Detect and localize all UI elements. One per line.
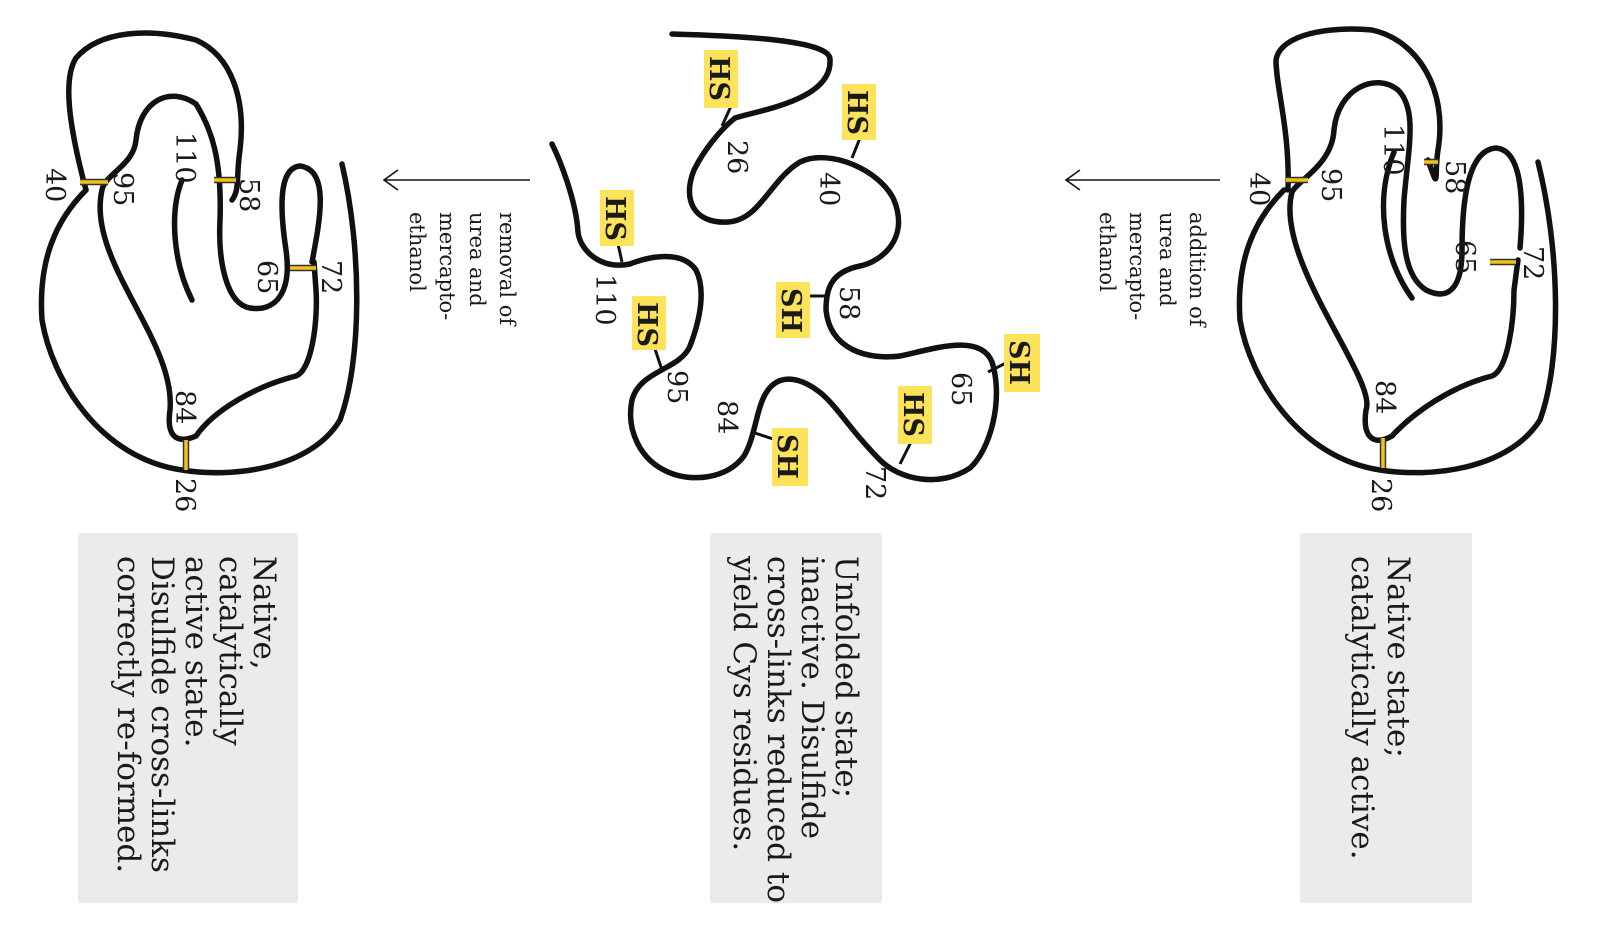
residue-84: 84 <box>169 390 200 424</box>
thiol-hs-26: HS <box>703 56 734 101</box>
residue-58: 58 <box>1439 160 1470 194</box>
caption-line: Unfolded state; <box>828 556 864 798</box>
residue-40: 40 <box>39 168 70 202</box>
condition-line: addition of <box>1185 212 1209 329</box>
condition-line: urea and <box>1155 212 1179 307</box>
residue-95: 95 <box>661 370 692 404</box>
caption-line: Native state; <box>1380 556 1416 758</box>
arrow-removal: removal of urea and mercapto- ethanol <box>382 169 530 327</box>
thiol-highlight <box>632 296 666 350</box>
caption-box <box>710 533 882 903</box>
residue-65: 65 <box>1449 240 1480 274</box>
caption-box <box>1300 533 1472 903</box>
residue-110: 110 <box>1377 124 1408 176</box>
thiol-hs-40: HS <box>841 90 872 135</box>
residue-65: 65 <box>945 372 976 406</box>
thiol-highlight <box>898 386 932 444</box>
residue-40: 40 <box>813 172 844 206</box>
residue-58: 58 <box>233 178 264 212</box>
residue-95: 95 <box>1315 168 1346 202</box>
panel-unfolded: HS HS SH SH HS SH HS HS 26 40 58 65 72 8… <box>549 31 1040 903</box>
thiol-highlight <box>1004 334 1040 392</box>
residue-72: 72 <box>315 260 346 294</box>
residue-95: 95 <box>107 172 138 206</box>
thiol-sh-65: SH <box>1003 340 1034 385</box>
thiol-highlight <box>842 84 876 140</box>
thiol-highlight <box>772 428 808 486</box>
condition-line: mercapto- <box>435 212 459 320</box>
residue-110: 110 <box>589 274 620 326</box>
residue-26: 26 <box>169 478 200 512</box>
condition-line: ethanol <box>1095 212 1119 292</box>
residue-84: 84 <box>1369 380 1400 414</box>
residue-26: 26 <box>1365 478 1396 512</box>
residue-72: 72 <box>859 466 890 500</box>
thiol-hs-110: HS <box>599 196 630 241</box>
residue-26: 26 <box>721 140 752 174</box>
caption-line: correctly re-formed. <box>110 556 146 873</box>
panel-native-end: 40 95 110 58 65 72 84 26 Native, catalyt… <box>38 30 360 903</box>
caption-line: cross-links reduced to <box>760 556 796 903</box>
residue-58: 58 <box>833 286 864 320</box>
caption-line: Disulfide cross-links <box>144 556 180 873</box>
condition-line: mercapto- <box>1125 212 1149 320</box>
polypeptide-chain <box>549 31 1000 483</box>
condition-line: urea and <box>465 212 489 307</box>
caption-line: catalytically active. <box>1344 556 1380 860</box>
residue-65: 65 <box>251 260 282 294</box>
caption-line: active state. <box>178 556 214 747</box>
caption-line: yield Cys residues. <box>726 555 762 851</box>
residue-72: 72 <box>1517 246 1548 280</box>
caption-line: inactive. Disulfide <box>794 556 830 839</box>
thiol-hs-95: HS <box>631 302 662 347</box>
polypeptide-chain <box>1287 79 1525 443</box>
panel-native-start: 40 95 110 58 65 72 84 26 Native state; c… <box>1236 26 1559 903</box>
caption-line: Native, <box>246 556 282 670</box>
thiol-hs-72: HS <box>897 392 928 437</box>
residue-84: 84 <box>711 400 742 434</box>
thiol-highlight <box>600 190 634 246</box>
thiol-highlight <box>776 282 810 338</box>
condition-line: ethanol <box>405 212 429 292</box>
arrow-addition: addition of urea and mercapto- ethanol <box>1064 169 1220 329</box>
caption-box <box>78 533 298 903</box>
caption-line: catalytically <box>212 556 248 746</box>
thiol-highlight <box>704 50 738 108</box>
condition-line: removal of <box>495 212 519 327</box>
residue-40: 40 <box>1243 172 1274 206</box>
residue-110: 110 <box>169 132 200 184</box>
thiol-sh-84: SH <box>771 434 802 479</box>
polypeptide-chain <box>97 93 323 442</box>
thiol-sh-58: SH <box>775 288 806 333</box>
